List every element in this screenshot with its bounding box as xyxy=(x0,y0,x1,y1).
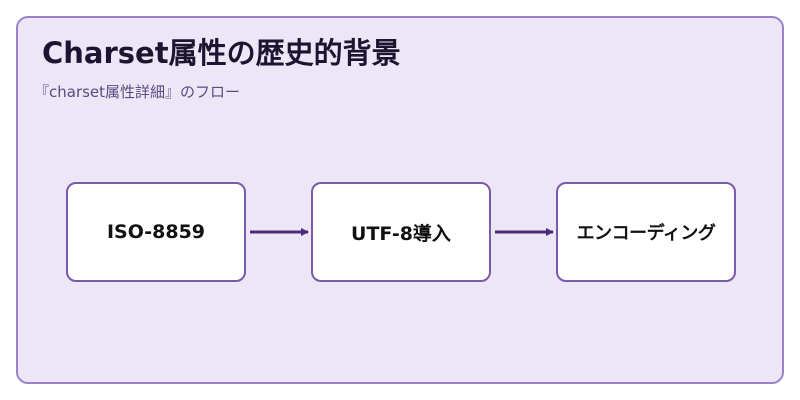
diagram-title: Charset属性の歴史的背景 xyxy=(42,36,401,70)
diagram-subtitle: 『charset属性詳細』のフロー xyxy=(34,83,241,101)
flow-node-label: UTF-8導入 xyxy=(351,222,451,245)
diagram-panel: Charset属性の歴史的背景 『charset属性詳細』のフロー ISO-88… xyxy=(16,16,784,384)
flow-node-encoding: エンコーディング xyxy=(556,182,736,282)
flow-node-utf-8: UTF-8導入 xyxy=(311,182,491,282)
flow-node-label: ISO-8859 xyxy=(106,221,206,243)
flow-node-label: エンコーディング xyxy=(576,223,716,244)
flow-node-iso-8859: ISO-8859 xyxy=(66,182,246,282)
